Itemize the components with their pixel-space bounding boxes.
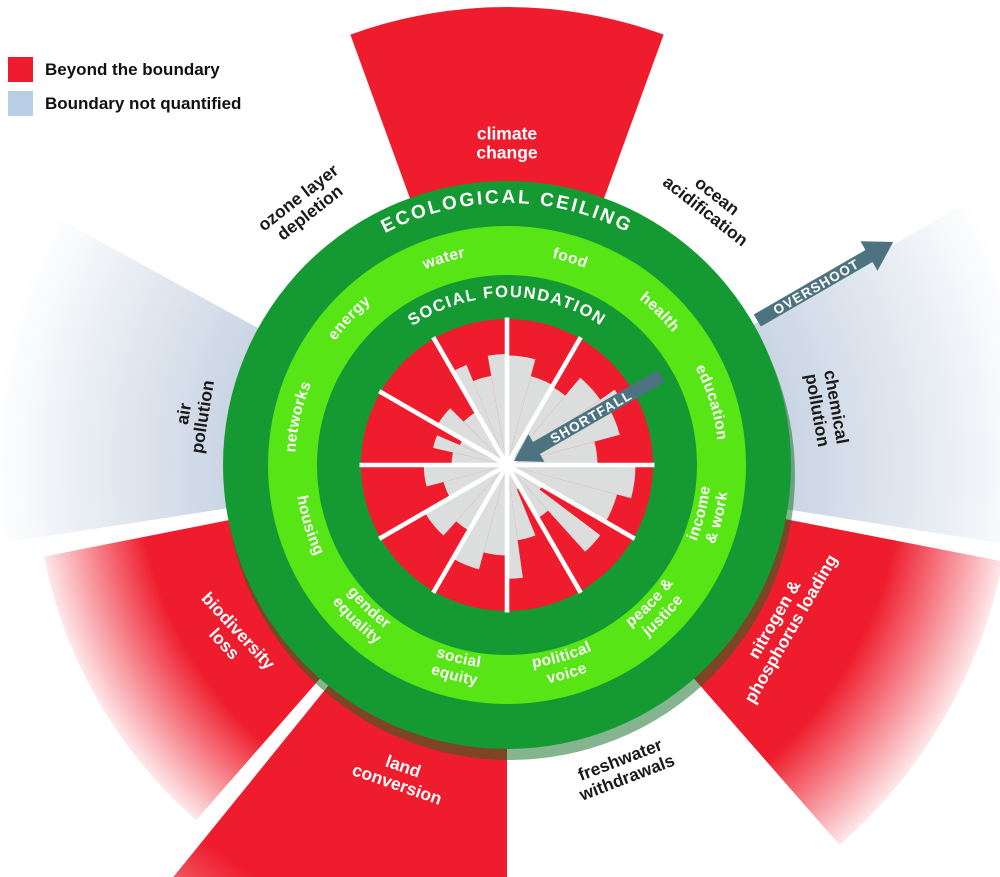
level-gender-equality-1 [424, 465, 507, 536]
center-dot [502, 460, 512, 470]
legend-item-not-quantified: Boundary not quantified [8, 91, 241, 116]
wedge-climate-change [350, 6, 664, 212]
level-energy-1 [463, 411, 507, 465]
shortfall-arrow [513, 369, 665, 462]
sector-divider [431, 463, 509, 594]
sector-divider [378, 389, 509, 467]
level-gender-equality-0 [456, 465, 507, 531]
legend-label-not-quantified: Boundary not quantified [45, 94, 242, 113]
legend-swatch-not-quantified [8, 91, 33, 116]
legend-swatch-beyond-boundary [8, 57, 33, 82]
wedge-chemical-pollution [741, 201, 1000, 544]
legend: Beyond the boundary Boundary not quantif… [8, 57, 241, 125]
level-housing-1 [423, 465, 507, 487]
sector-divider [505, 336, 583, 467]
sector-divider [431, 336, 509, 467]
level-income-work-0 [507, 465, 636, 499]
level-health-0 [507, 386, 566, 465]
level-energy-0 [437, 408, 507, 465]
level-water-2 [487, 354, 507, 465]
sector-divider [505, 463, 636, 541]
level-water-1 [473, 375, 507, 465]
level-social-equity-0 [483, 465, 507, 556]
level-networks-0 [451, 452, 507, 465]
legend-label-beyond-boundary: Beyond the boundary [45, 60, 220, 79]
sector-divider [378, 463, 509, 541]
level-food-0 [507, 355, 536, 465]
wedge-air-pollution [0, 216, 271, 544]
level-political-voice-1 [507, 465, 536, 541]
overshoot-arrow [753, 241, 894, 327]
sector-divider [505, 463, 583, 594]
legend-item-beyond-boundary: Beyond the boundary [8, 57, 241, 82]
level-political-voice-2 [507, 465, 523, 579]
level-peace-justice-1 [507, 465, 601, 552]
level-networks-1 [433, 435, 507, 465]
